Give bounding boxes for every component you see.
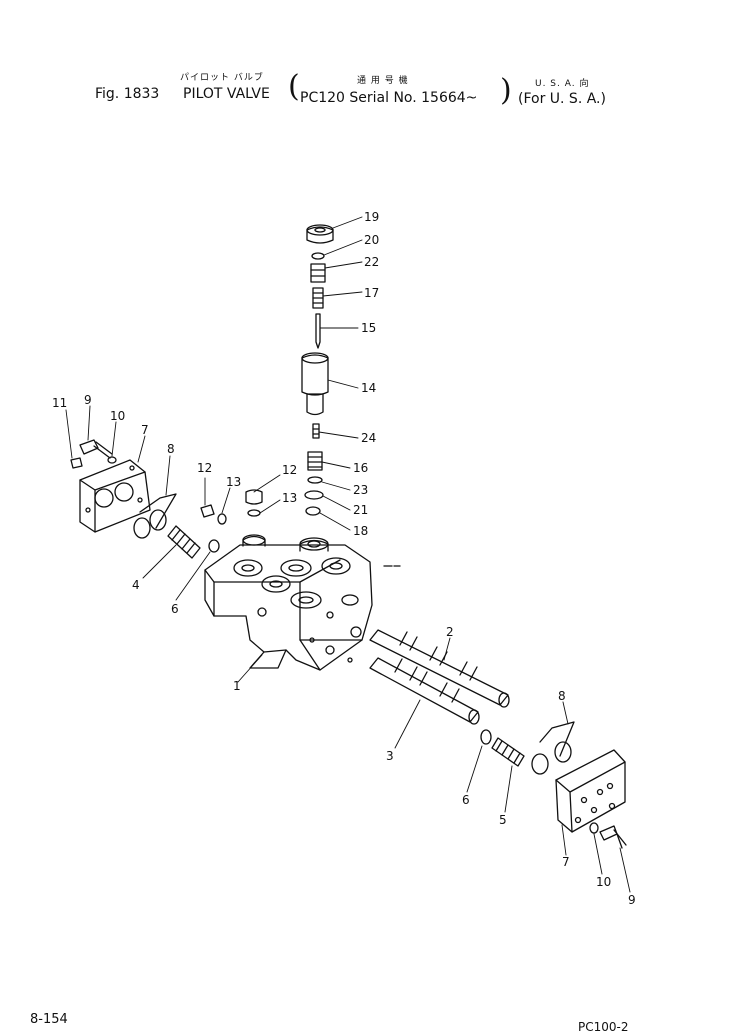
callout-18: 18 [353, 524, 368, 538]
callout-7-right: 7 [562, 855, 570, 869]
callout-17: 17 [364, 286, 379, 300]
callout-14: 14 [361, 381, 376, 395]
part-main-body [204, 534, 373, 671]
part-o-ring-23 [307, 476, 323, 484]
callout-11: 11 [52, 396, 67, 410]
serial-japanese: 通 用 号 機 [357, 76, 409, 86]
part-small-spring [312, 423, 320, 439]
part-left-cover [79, 459, 151, 533]
part-spring-16 [307, 451, 323, 471]
part-nut [306, 224, 334, 244]
callout-10-right: 10 [596, 875, 611, 889]
part-plug-12-right [245, 489, 263, 505]
part-left-washer [107, 456, 117, 464]
callout-13-right: 13 [282, 491, 297, 505]
leader-lines [65, 216, 631, 893]
callout-8-left: 8 [167, 442, 175, 456]
part-right-washer [589, 822, 599, 834]
callout-1: 1 [233, 679, 241, 693]
part-o-ring-13-left [217, 513, 227, 525]
callout-22: 22 [364, 255, 379, 269]
callout-2: 2 [446, 625, 454, 639]
part-spool-2 [369, 629, 510, 708]
part-o-ring-18 [305, 506, 321, 516]
callout-7-left: 7 [141, 423, 149, 437]
part-spring-top [312, 287, 324, 309]
part-plug [310, 263, 326, 283]
open-paren: ( [288, 69, 300, 104]
callout-9-left: 9 [84, 393, 92, 407]
callout-21: 21 [353, 503, 368, 517]
callout-12-right: 12 [282, 463, 297, 477]
part-o-ring-13-right [247, 509, 261, 517]
callout-16: 16 [353, 461, 368, 475]
callout-24: 24 [361, 431, 376, 445]
callout-20: 20 [364, 233, 379, 247]
part-left-o-rings [133, 493, 177, 539]
callout-3: 3 [386, 749, 394, 763]
part-left-o-ring-6 [208, 539, 220, 553]
part-left-spring [167, 525, 201, 559]
callout-10-left: 10 [110, 409, 125, 423]
region-label: (For U. S. A.) [518, 91, 606, 107]
part-left-bolt [79, 439, 113, 459]
callout-4: 4 [132, 578, 140, 592]
title-japanese: パイロット バルブ [180, 73, 264, 83]
callout-8-right: 8 [558, 689, 566, 703]
part-spool-3 [369, 657, 480, 725]
figure-number: Fig. 1833 [95, 86, 160, 102]
callout-labels: 19 20 22 17 15 14 24 16 23 21 18 12 13 1… [52, 210, 636, 907]
figure-title: PILOT VALVE [183, 86, 270, 102]
part-right-o-ring-6 [480, 729, 492, 745]
part-small-o-ring-top [311, 252, 325, 260]
callout-9-right: 9 [628, 893, 636, 907]
part-valve-body [301, 352, 329, 416]
part-right-bolt [599, 825, 627, 849]
serial-range: PC120 Serial No. 15664~ [300, 90, 478, 106]
part-plug-12-left [200, 504, 215, 518]
callout-19: 19 [364, 210, 379, 224]
part-pin [315, 313, 321, 349]
part-o-ring-21 [304, 490, 324, 500]
callout-13-left: 13 [226, 475, 241, 489]
callout-15: 15 [361, 321, 376, 335]
part-left-plug [70, 457, 83, 469]
callout-23: 23 [353, 483, 368, 497]
callout-12-left: 12 [197, 461, 212, 475]
page-number: 8-154 [30, 1012, 68, 1027]
part-right-cover [555, 749, 626, 833]
close-paren: ) [500, 73, 512, 108]
part-right-o-rings [531, 721, 575, 775]
callout-6-left: 6 [171, 602, 179, 616]
callout-5: 5 [499, 813, 507, 827]
region-japanese: U. S. A. 向 [535, 79, 590, 89]
part-right-spring [491, 737, 525, 767]
callout-6-right: 6 [462, 793, 470, 807]
